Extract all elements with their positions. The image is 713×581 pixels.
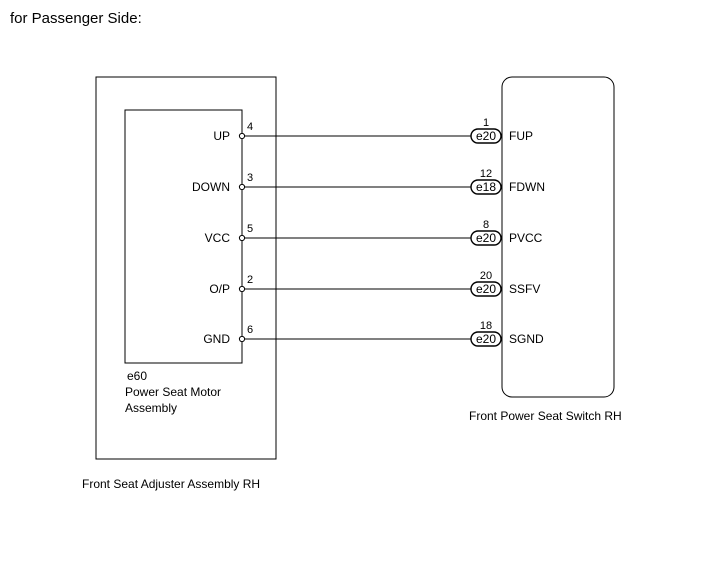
- left-component-box: [95, 76, 277, 460]
- left-signal-label: VCC: [205, 231, 231, 245]
- right-pin-number: 18: [480, 320, 492, 332]
- right-component-caption: Front Power Seat Switch RH: [469, 409, 622, 423]
- connector-code: e20: [476, 231, 496, 245]
- motor-name-line2: Assembly: [125, 401, 177, 415]
- wires-group: UP4e201FUPDOWN3e1812FDWNVCC5e208PVCCO/P2…: [192, 117, 545, 347]
- left-signal-label: O/P: [209, 282, 230, 296]
- page-title: for Passenger Side:: [10, 10, 142, 27]
- right-signal-label: FUP: [509, 129, 533, 143]
- motor-connector-code: e60: [127, 369, 147, 383]
- left-pin-number: 2: [247, 274, 253, 286]
- left-signal-label: GND: [203, 332, 230, 346]
- connector-capsule: [470, 179, 502, 195]
- connector-capsule: [470, 230, 502, 246]
- connector-capsule: [470, 128, 502, 144]
- connector-capsule: [470, 281, 502, 297]
- right-pin-number: 20: [480, 270, 492, 282]
- connector-code: e20: [476, 282, 496, 296]
- right-pin-number: 8: [483, 219, 489, 231]
- motor-name-line1: Power Seat Motor: [125, 385, 221, 399]
- left-pin-number: 6: [247, 324, 253, 336]
- right-pin-number: 1: [483, 117, 489, 129]
- right-signal-label: FDWN: [509, 180, 545, 194]
- connector-code: e18: [476, 180, 496, 194]
- left-signal-label: DOWN: [192, 180, 230, 194]
- right-signal-label: PVCC: [509, 231, 543, 245]
- left-pin-number: 3: [247, 172, 253, 184]
- connector-code: e20: [476, 332, 496, 346]
- left-signal-label: UP: [213, 129, 230, 143]
- pin-terminal: [238, 183, 246, 191]
- connector-capsule: [470, 331, 502, 347]
- left-component-caption: Front Seat Adjuster Assembly RH: [82, 477, 260, 491]
- pin-terminal: [238, 132, 246, 140]
- pin-terminal: [238, 285, 246, 293]
- right-pin-number: 12: [480, 168, 492, 180]
- right-signal-label: SSFV: [509, 282, 540, 296]
- pin-terminal: [238, 234, 246, 242]
- connector-code: e20: [476, 129, 496, 143]
- right-signal-label: SGND: [509, 332, 544, 346]
- right-component-box: [501, 76, 615, 398]
- left-pin-number: 4: [247, 121, 253, 133]
- left-pin-number: 5: [247, 223, 253, 235]
- pin-terminal: [238, 335, 246, 343]
